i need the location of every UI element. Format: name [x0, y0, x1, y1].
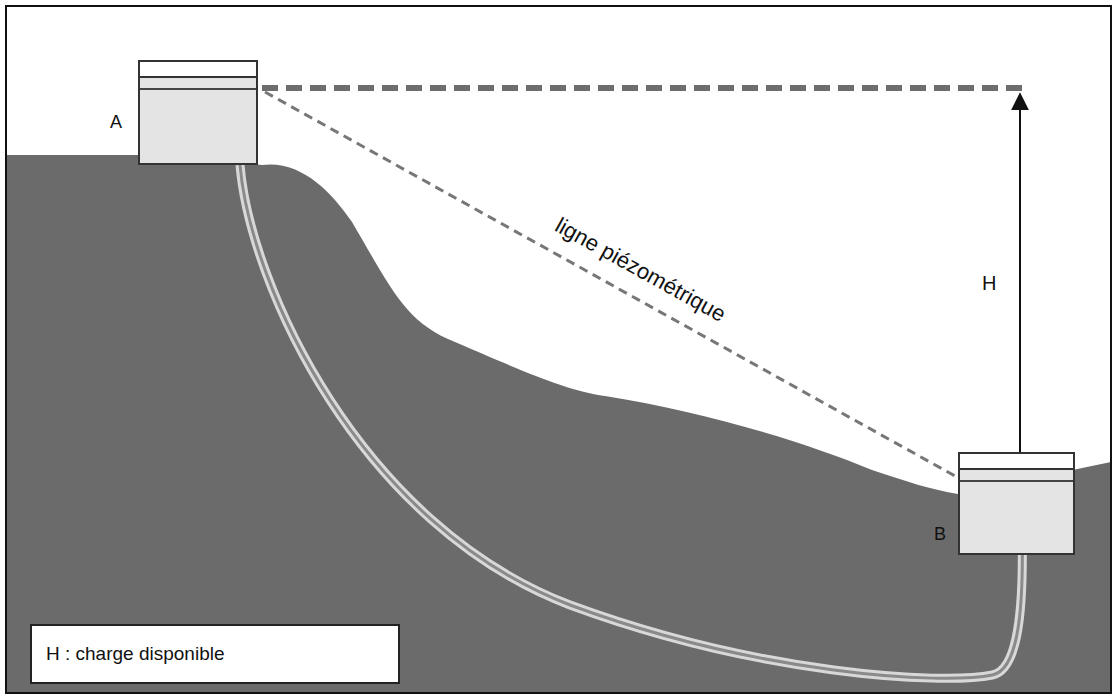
water-level [960, 480, 1073, 482]
reservoir-rim [960, 454, 1073, 470]
piezometric-line [265, 92, 955, 476]
horizontal-dashed-line [262, 85, 1030, 91]
reservoir-rim [140, 62, 256, 78]
water-level [140, 88, 256, 90]
reservoir-b: B [958, 452, 1075, 555]
pipe [240, 165, 1022, 678]
piezometric-line-label: ligne piézométrique [550, 212, 729, 327]
reservoir-label: A [110, 112, 122, 133]
reservoir-a: A [138, 60, 258, 165]
reservoir-label: B [934, 524, 946, 545]
dimension-label: H [982, 272, 996, 295]
frame [6, 6, 1111, 693]
legend-text: H : charge disponible [46, 643, 225, 665]
terrain [6, 155, 1111, 693]
dimension-arrow [1019, 94, 1021, 474]
legend-box: H : charge disponible [30, 624, 400, 684]
